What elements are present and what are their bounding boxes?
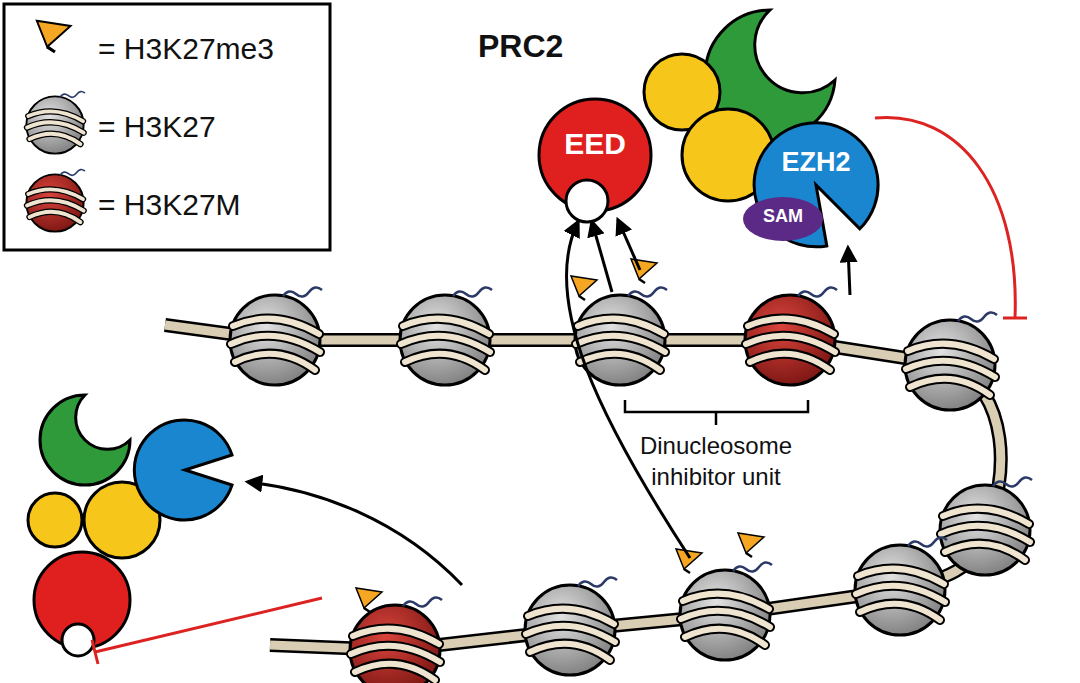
eed-subunit: EED	[537, 97, 653, 213]
legend-text: = H3K27M	[98, 188, 241, 222]
node-label: EZH2	[752, 147, 880, 178]
node-label: SAM	[742, 206, 824, 227]
legend-sample	[26, 92, 85, 154]
legend-text: = H3K27	[98, 110, 216, 144]
legend-sample	[26, 170, 85, 232]
legend-text: = H3K27me3	[98, 32, 274, 66]
legend-box	[4, 4, 330, 250]
sam-cofactor: SAM	[742, 196, 824, 242]
node-label: EED	[537, 127, 653, 161]
bracket-label: Dinucleosome inhibitor unit	[596, 430, 836, 492]
ezh2-subunit: EZH2SAM	[752, 121, 880, 249]
complex-name: PRC2	[478, 28, 563, 65]
